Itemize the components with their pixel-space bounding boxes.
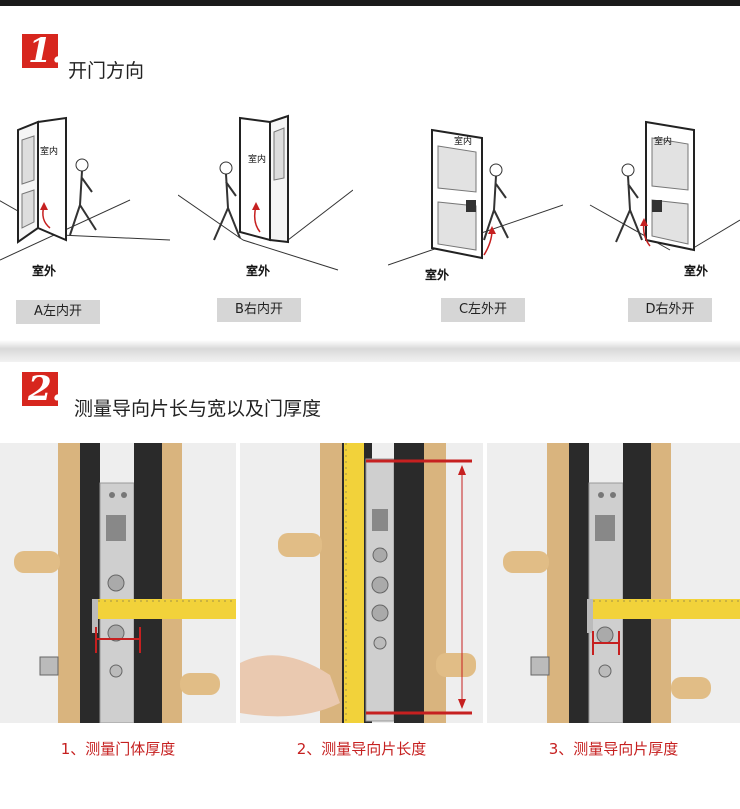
photo-guide-thickness [487, 443, 740, 723]
indoor-text: 室内 [454, 135, 472, 147]
door-scene-d: 室内 [589, 120, 740, 252]
door-label-c: C左外开 [441, 298, 525, 322]
indoor-text: 室内 [248, 153, 266, 165]
door-scene-a: 室内 [0, 116, 171, 261]
section-title: 开门方向 [68, 60, 145, 82]
section-number-badge: 2. [22, 372, 66, 412]
photo-guide-length [240, 443, 483, 723]
door-scene-c: 室内 [388, 128, 563, 266]
door-label-b: B右内开 [217, 298, 301, 322]
caption-2: 2、测量导向片长度 [296, 740, 427, 758]
outdoor-text: 室外 [246, 264, 271, 278]
outdoor-text: 室外 [684, 264, 709, 278]
section-title: 测量导向片长与宽以及门厚度 [74, 398, 322, 420]
indoor-text: 室内 [654, 135, 672, 147]
section-number: 1. [28, 31, 64, 71]
section-number: 2. [28, 369, 64, 409]
indoor-text: 室内 [40, 145, 58, 157]
door-label-d: D右外开 [628, 298, 712, 322]
section-number-badge: 1. [22, 34, 66, 74]
door-label-a: A左内开 [16, 300, 100, 324]
outdoor-text: 室外 [425, 268, 450, 282]
outdoor-text: 室外 [32, 264, 57, 278]
door-scene-b: 室内 [178, 114, 353, 271]
caption-3: 3、测量导向片厚度 [548, 740, 679, 758]
section-divider [0, 340, 740, 362]
caption-1: 1、测量门体厚度 [60, 740, 176, 758]
top-bar [0, 0, 740, 6]
photo-door-thickness [0, 443, 236, 723]
